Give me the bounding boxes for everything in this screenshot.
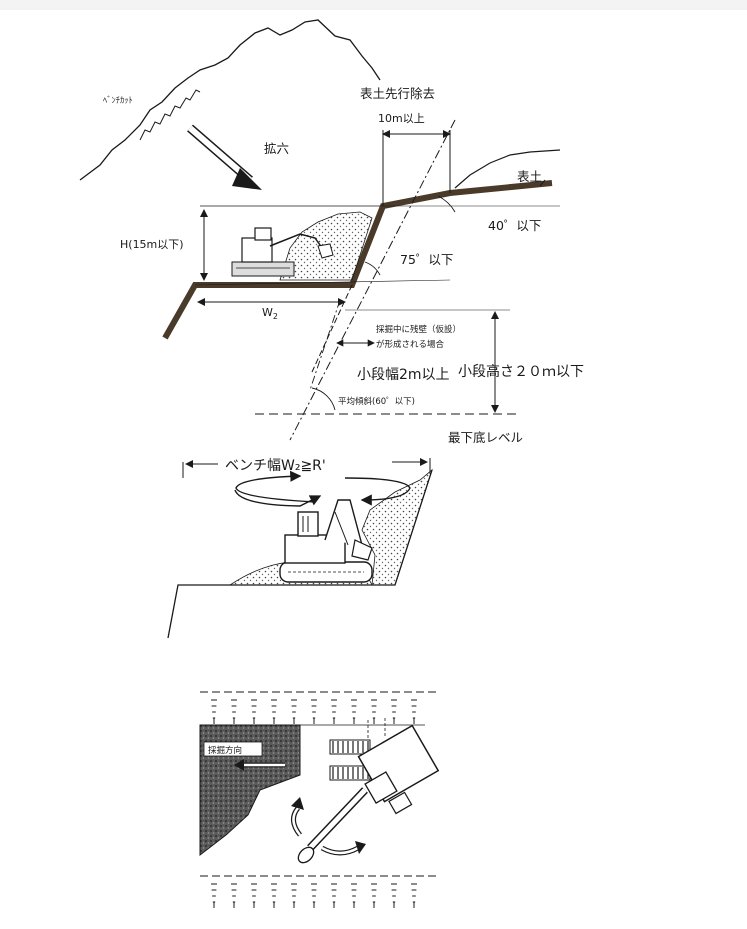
rock-face-block [199,724,301,857]
excavator-icon-3 [357,724,440,815]
swing-arrow-left-fill [292,807,301,836]
bench-width-label: ベンチ幅W₂≧R' [225,458,326,474]
material-block-1 [329,739,371,755]
swing-arrow-right-fill [321,846,359,855]
right-hill [454,149,561,189]
ground-profile [162,180,553,340]
mountain-outline [79,19,381,181]
residual-wall-line [311,284,353,373]
width-label-main: W [262,306,273,319]
angle-75-arc [364,261,381,276]
topsoil-label: 表土 [517,169,542,184]
rotation-arrow-right-icon [344,477,411,506]
bottom-level-label: 最下底レベル [448,430,523,445]
small-step-width-label: 小段幅2m以上 [357,367,450,383]
material-block-2 [329,765,371,781]
bottom-blast-holes [211,883,417,908]
expansion-arrow-head [232,168,262,190]
bench-cut-label: ﾍﾞﾝﾁｶｯﾄ [103,96,133,106]
expansion-label: 拡六 [264,141,289,156]
figure3-section: 採掘方向 [199,691,440,908]
small-step-height-label: 小段高さ２０ｍ以下 [458,363,584,380]
topsoil-pointer [539,179,546,187]
angle-75-label: 75゜以下 [400,252,453,267]
swing-arrow-right-head [355,841,366,854]
bench-cut-steps [139,89,201,141]
rotation-arrow-left-lower-icon [234,489,322,507]
figure1-section: ﾍﾞﾝﾁｶｯﾄ 拡六 表土先行除去 10m以上 表土 40゜以下 75゜以下 H… [79,19,584,445]
top-blast-holes [211,699,417,724]
top-border [0,0,747,10]
bench-level-line [194,279,451,286]
width-label: W2 [262,306,278,321]
angle-40-label: 40゜以下 [488,218,541,233]
residual-wall-label-2: が形成される場合 [376,339,445,350]
rock-face [361,468,433,586]
angle-60-arc [311,387,336,411]
rotation-arrow-left-icon [235,470,316,503]
topsoil-removal-distance: 10m以上 [378,112,425,125]
excavator-icon-1 [231,227,334,277]
topsoil-removal-label: 表土先行除去 [360,86,435,101]
mining-direction-label: 採掘方向 [208,745,242,756]
lower-slope-line [309,299,341,391]
mining-direction-arrow-head [234,759,244,771]
excavator-arm-inner [308,788,367,850]
mining-direction-box [203,741,263,757]
angle-40-arc [437,195,456,213]
bucket-icon [297,846,315,864]
residual-wall-label-1: 採掘中に残壁（仮設） [376,324,461,335]
figure2-section: ベンチ幅W₂≧R' [167,458,433,639]
width-label-sub: 2 [273,312,278,321]
height-label: H(15m以下) [120,238,184,251]
avg-slope-label: 平均傾斜(60゜以下) [338,396,415,407]
excavator-icon-2 [279,499,373,583]
swing-arrow-left-head [291,797,304,810]
